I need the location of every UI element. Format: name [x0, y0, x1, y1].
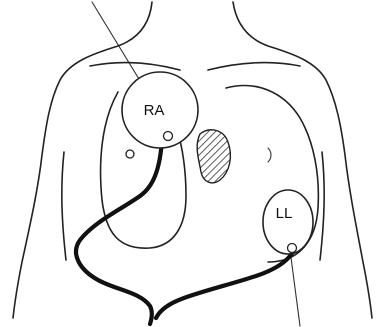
ll-snap-connector: [288, 244, 297, 253]
collarbones: [90, 63, 300, 70]
ll-electrode-pad: LL: [263, 190, 313, 254]
chest-marker-left: [126, 150, 134, 158]
ra-lead-cable: [76, 140, 162, 324]
torso-outline: [13, 2, 372, 318]
ra-leader-line: [92, 2, 142, 84]
ll-lead-cable: [156, 250, 294, 318]
ll-leader-line: [290, 250, 300, 326]
ra-electrode-pad: RA: [122, 72, 198, 148]
ll-pad-label: LL: [276, 205, 293, 222]
ra-snap-connector: [164, 132, 173, 141]
ra-pad-label: RA: [144, 102, 165, 119]
heart-icon: [197, 130, 230, 183]
chest-marker-right: [268, 148, 271, 162]
